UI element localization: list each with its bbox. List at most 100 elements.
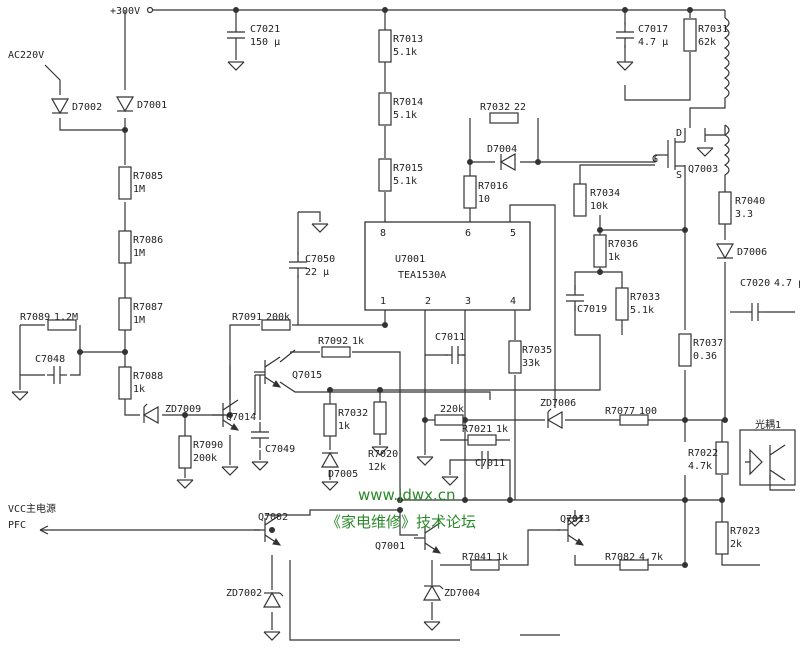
r7022-symbol bbox=[715, 441, 729, 475]
mosfet-ref: Q7003 bbox=[688, 164, 718, 175]
zd7009-symbol bbox=[142, 403, 159, 425]
ic-pin: 8 bbox=[380, 228, 386, 239]
zd7006-label: ZD7006 bbox=[540, 398, 576, 409]
r7092-label: R7092 bbox=[318, 336, 348, 347]
zd7004-label: ZD7004 bbox=[444, 588, 480, 599]
ic-pin: 6 bbox=[465, 228, 471, 239]
ground-icon bbox=[311, 223, 329, 233]
r7088-symbol bbox=[118, 366, 132, 400]
r7022-value: 4.7k bbox=[688, 461, 712, 472]
ground-icon bbox=[251, 461, 269, 471]
zd7004-symbol bbox=[422, 584, 444, 601]
c7049-symbol bbox=[251, 422, 269, 448]
r7031-value: 62k bbox=[698, 37, 716, 48]
c7050-value: 22 μ bbox=[305, 267, 329, 278]
r7082-label: R7082 bbox=[605, 552, 635, 563]
r7035-value: 33k bbox=[522, 358, 540, 369]
opto-led-icon bbox=[745, 448, 763, 476]
r7085-symbol bbox=[118, 166, 132, 200]
r7034-label: R7034 bbox=[590, 188, 620, 199]
ic-body bbox=[364, 221, 531, 311]
mosfet-q7003: D G S Q7003 bbox=[652, 128, 718, 181]
net-ac220v: AC220V bbox=[8, 50, 44, 61]
ic-pin: 4 bbox=[510, 296, 516, 307]
r7092-value: 1k bbox=[352, 336, 364, 347]
r7013-value: 5.1k bbox=[393, 47, 417, 58]
zd7002-symbol bbox=[262, 591, 284, 608]
d7001-symbol bbox=[115, 96, 135, 113]
r7014-symbol bbox=[378, 92, 392, 126]
d7006-label: D7006 bbox=[737, 247, 767, 258]
c7020-symbol bbox=[745, 303, 765, 321]
r7034-value: 10k bbox=[590, 201, 608, 212]
r7033-label: R7033 bbox=[630, 292, 660, 303]
r7014-value: 5.1k bbox=[393, 110, 417, 121]
d7005-symbol bbox=[320, 451, 340, 468]
c7048-label: C7048 bbox=[35, 354, 65, 365]
r7020-value: 12k bbox=[368, 462, 386, 473]
c7049-label: C7049 bbox=[265, 444, 295, 455]
transformer-aux bbox=[723, 124, 730, 180]
c7017-symbol bbox=[616, 22, 634, 48]
r7040-label: R7040 bbox=[735, 196, 765, 207]
r7020-symbol bbox=[373, 401, 387, 435]
r7032b-symbol bbox=[323, 403, 337, 437]
ic-ref: U7001 bbox=[395, 254, 425, 265]
c7011a-label: C7011 bbox=[435, 332, 465, 343]
zd7006-symbol bbox=[546, 408, 563, 430]
r7016-symbol bbox=[463, 175, 477, 209]
c7020-label: C7020 bbox=[740, 278, 770, 289]
r7032b-value: 1k bbox=[338, 421, 350, 432]
d7005-label: D7005 bbox=[328, 469, 358, 480]
q7002-label: Q7002 bbox=[258, 512, 288, 523]
d7006-symbol bbox=[715, 243, 735, 260]
r7077-value: 100 bbox=[639, 406, 657, 417]
r7035-label: R7035 bbox=[522, 345, 552, 356]
ic-pin: 5 bbox=[510, 228, 516, 239]
r7087-value: 1M bbox=[133, 315, 145, 326]
c7021-label: C7021 bbox=[250, 24, 280, 35]
q7002-symbol bbox=[254, 514, 282, 546]
r7034-symbol bbox=[573, 183, 587, 217]
ground-icon bbox=[176, 479, 194, 489]
r7087-label: R7087 bbox=[133, 302, 163, 313]
r7037-value: 0.36 bbox=[693, 351, 717, 362]
r7082-symbol bbox=[619, 559, 649, 571]
r7037-label: R7037 bbox=[693, 338, 723, 349]
q7013-label: Q7013 bbox=[560, 514, 590, 525]
watermark-url: www.jdwx.cn bbox=[358, 486, 456, 504]
r7089-label: R7089 bbox=[20, 312, 50, 323]
ground-icon bbox=[423, 621, 441, 631]
r7032a-label: R7032 bbox=[480, 102, 510, 113]
r7089-value: 1.2M bbox=[54, 312, 78, 323]
r7086-label: R7086 bbox=[133, 235, 163, 246]
r7036-symbol bbox=[593, 234, 607, 268]
ground-icon bbox=[263, 631, 281, 641]
ic-part: TEA1530A bbox=[398, 270, 446, 281]
c7019-symbol bbox=[566, 285, 584, 311]
q7014-symbol bbox=[212, 399, 240, 431]
q7015-label: Q7015 bbox=[292, 370, 322, 381]
q7015-symbol bbox=[254, 356, 282, 388]
r7090-label: R7090 bbox=[193, 440, 223, 451]
ground-icon bbox=[227, 61, 245, 71]
r7092-symbol bbox=[321, 346, 351, 358]
r7015-label: R7015 bbox=[393, 163, 423, 174]
r7033-value: 5.1k bbox=[630, 305, 654, 316]
c7048-symbol bbox=[47, 366, 67, 384]
r7088-label: R7088 bbox=[133, 371, 163, 382]
watermark-forum: 《家电维修》技术论坛 bbox=[326, 513, 476, 531]
c7020-value: 4.7 μ bbox=[774, 278, 800, 289]
c7021-symbol bbox=[227, 22, 245, 48]
wires bbox=[19, 9, 795, 641]
r7041-label: R7041 bbox=[462, 552, 492, 563]
r7021-value: 1k bbox=[496, 424, 508, 435]
arrow-icon bbox=[39, 525, 49, 535]
q7014-label: Q7014 bbox=[226, 412, 256, 423]
zd7009-label: ZD7009 bbox=[165, 404, 201, 415]
opto-transistor-icon bbox=[769, 444, 786, 481]
r7036-label: R7036 bbox=[608, 239, 638, 250]
d7004-symbol bbox=[499, 152, 516, 172]
r7088-value: 1k bbox=[133, 384, 145, 395]
ground-icon bbox=[11, 391, 29, 401]
